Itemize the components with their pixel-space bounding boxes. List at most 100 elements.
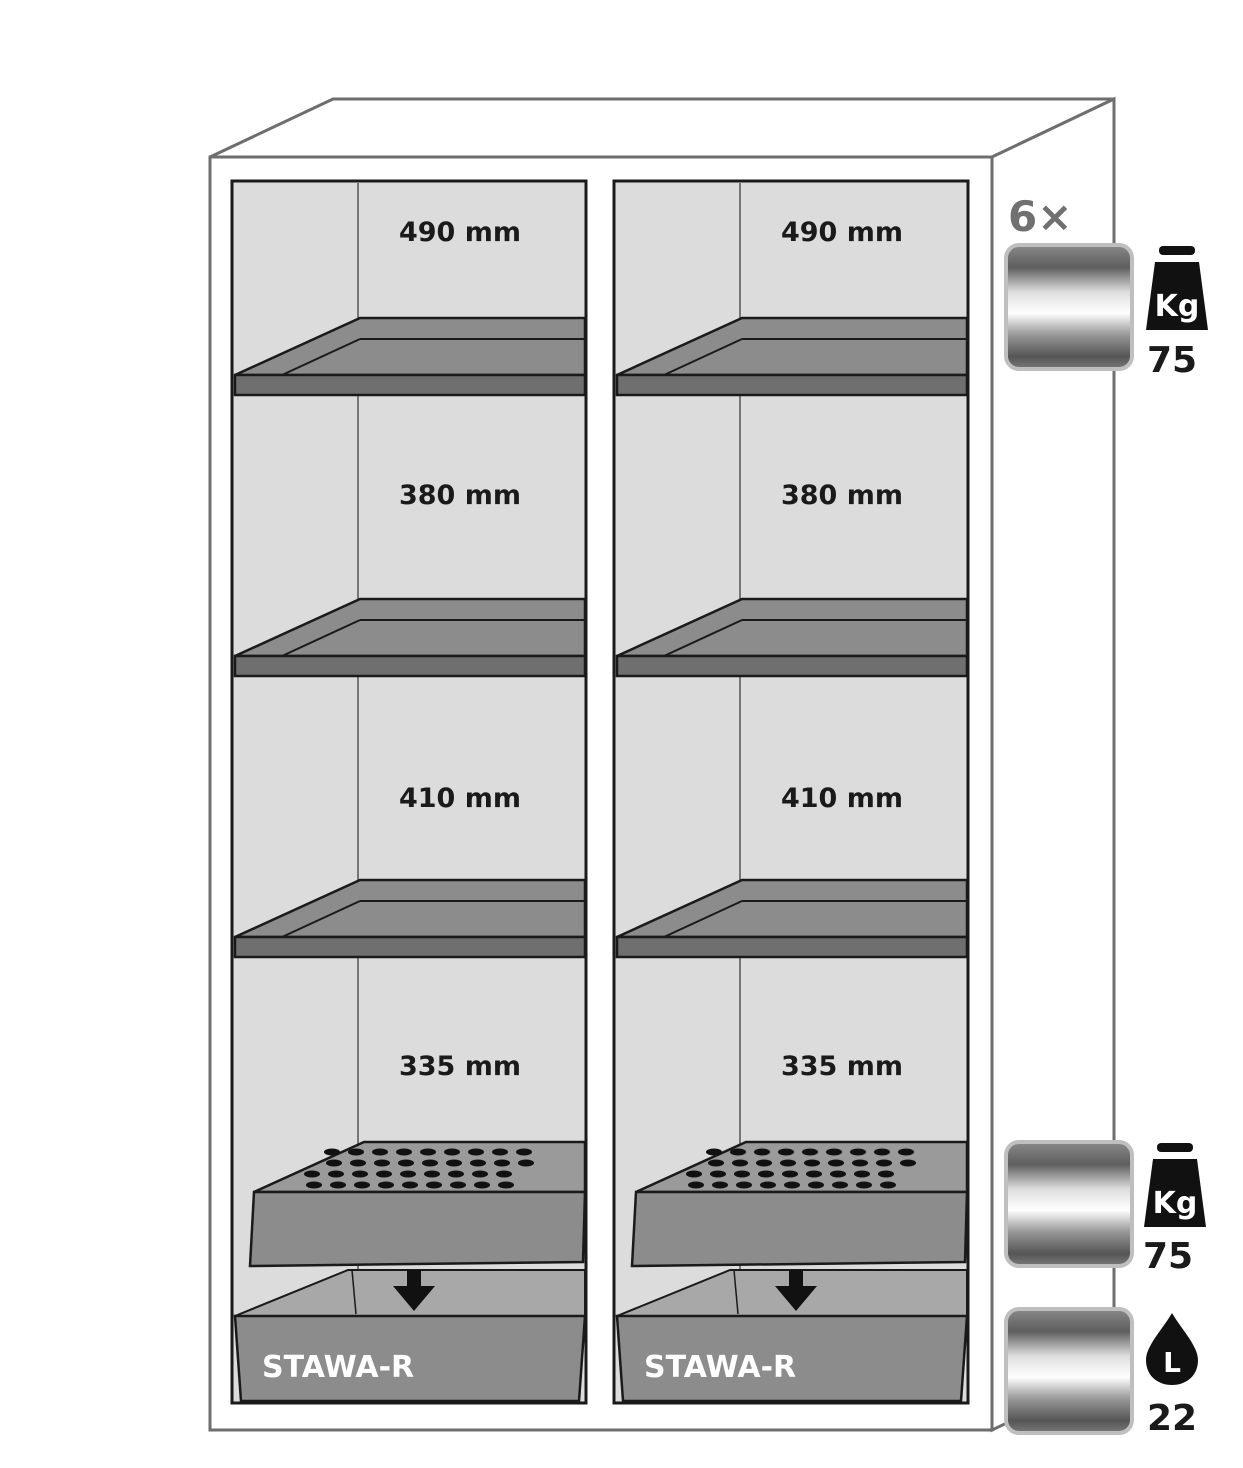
perforation-hole: [446, 1159, 462, 1167]
legend: 6× Kg 75 Kg 75 L 22: [1004, 192, 1208, 1439]
perforation-hole: [806, 1170, 822, 1178]
sump-volume-unit: L: [1163, 1346, 1181, 1379]
drop-icon: [1146, 1313, 1198, 1385]
perforation-hole: [782, 1170, 798, 1178]
perforation-hole: [376, 1170, 392, 1178]
perforation-hole: [760, 1181, 776, 1189]
perforation-hole: [516, 1148, 532, 1156]
compartment-height-label: 410 mm: [399, 783, 521, 814]
compartment-height-label: 490 mm: [781, 217, 903, 248]
shelf-icon: [1004, 243, 1134, 371]
down-arrow-icon: [775, 1270, 817, 1311]
insert-load-value: 75: [1143, 1236, 1193, 1277]
perforation-hole: [328, 1170, 344, 1178]
perforation-hole: [778, 1148, 794, 1156]
perforation-hole: [756, 1159, 772, 1167]
perforation-hole: [808, 1181, 824, 1189]
perforation-hole: [804, 1159, 820, 1167]
compartment-height-label: 380 mm: [399, 480, 521, 511]
sump-label: STAWA-R: [644, 1350, 796, 1385]
perforation-hole: [348, 1148, 364, 1156]
perforation-hole: [900, 1159, 916, 1167]
shelf: [615, 316, 969, 397]
shelf-load-value: 75: [1147, 340, 1197, 381]
perforation-hole: [372, 1148, 388, 1156]
perforation-hole: [374, 1159, 390, 1167]
weight-icon: [1146, 246, 1208, 330]
perforation-hole: [706, 1148, 722, 1156]
insert-load-unit: Kg: [1153, 1186, 1198, 1221]
perforation-hole: [518, 1159, 534, 1167]
perforation-hole: [850, 1148, 866, 1156]
perforation-hole: [326, 1159, 342, 1167]
perforation-hole: [324, 1148, 340, 1156]
perforation-hole: [378, 1181, 394, 1189]
perforated-insert: [248, 1140, 587, 1268]
perforation-hole: [444, 1148, 460, 1156]
shelf: [233, 597, 587, 678]
perforation-hole: [472, 1170, 488, 1178]
perforation-hole: [402, 1181, 418, 1189]
compartment-height-label: 490 mm: [399, 217, 521, 248]
perforation-hole: [400, 1170, 416, 1178]
perforation-hole: [856, 1181, 872, 1189]
perforation-hole: [710, 1170, 726, 1178]
perforation-hole: [826, 1148, 842, 1156]
perforation-hole: [352, 1170, 368, 1178]
perforation-hole: [686, 1170, 702, 1178]
perforation-hole: [854, 1170, 870, 1178]
perforation-hole: [878, 1170, 894, 1178]
sump-icon: [1004, 1307, 1134, 1435]
perforation-hole: [730, 1148, 746, 1156]
compartment-height-label: 335 mm: [781, 1051, 903, 1082]
perforation-hole: [492, 1148, 508, 1156]
perforation-hole: [880, 1181, 896, 1189]
shelf-count: 6×: [1008, 192, 1072, 241]
perforation-hole: [350, 1159, 366, 1167]
perforation-hole: [470, 1159, 486, 1167]
perforation-hole: [876, 1159, 892, 1167]
perforated-insert: [630, 1140, 969, 1268]
perforation-hole: [874, 1148, 890, 1156]
sump-label: STAWA-R: [262, 1350, 414, 1385]
perforation-hole: [784, 1181, 800, 1189]
perforation-hole: [468, 1148, 484, 1156]
perforation-hole: [712, 1181, 728, 1189]
perforation-hole: [754, 1148, 770, 1156]
weight-icon: [1144, 1143, 1206, 1227]
perforation-hole: [498, 1181, 514, 1189]
perforation-hole: [828, 1159, 844, 1167]
perforation-hole: [424, 1170, 440, 1178]
shelf: [615, 597, 969, 678]
perforation-hole: [354, 1181, 370, 1189]
perforation-hole: [802, 1148, 818, 1156]
shelf-load-unit: Kg: [1155, 289, 1200, 324]
perforation-hole: [708, 1159, 724, 1167]
perforation-hole: [688, 1181, 704, 1189]
perforation-hole: [398, 1159, 414, 1167]
perforation-hole: [306, 1181, 322, 1189]
sump-tray: [233, 1269, 587, 1403]
perforation-hole: [330, 1181, 346, 1189]
perforation-hole: [496, 1170, 512, 1178]
perforation-hole: [450, 1181, 466, 1189]
perforation-hole: [780, 1159, 796, 1167]
perforation-hole: [494, 1159, 510, 1167]
perforation-hole: [448, 1170, 464, 1178]
perforation-hole: [830, 1170, 846, 1178]
perforated-insert-icon: [1004, 1140, 1134, 1268]
perforation-hole: [422, 1159, 438, 1167]
compartment-height-label: 380 mm: [781, 480, 903, 511]
down-arrow-icon: [393, 1270, 435, 1311]
perforation-hole: [758, 1170, 774, 1178]
perforation-hole: [852, 1159, 868, 1167]
perforation-hole: [426, 1181, 442, 1189]
shelf: [233, 878, 587, 959]
perforation-hole: [396, 1148, 412, 1156]
perforation-hole: [420, 1148, 436, 1156]
perforation-hole: [736, 1181, 752, 1189]
perforation-hole: [732, 1159, 748, 1167]
